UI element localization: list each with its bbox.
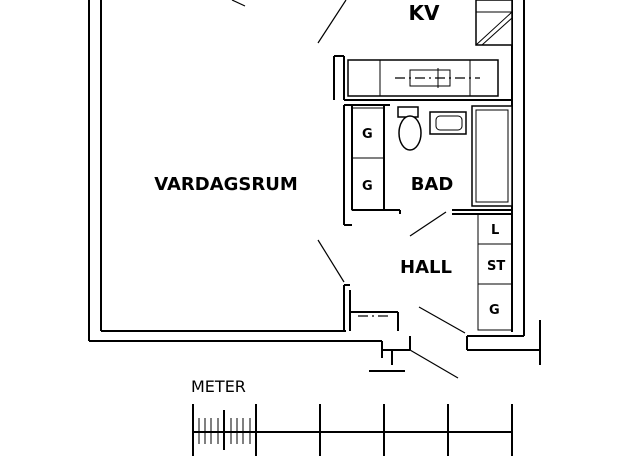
hall-l-label: L bbox=[491, 223, 499, 238]
bath-cabinet-upper-label: G bbox=[362, 127, 373, 142]
bathtub bbox=[471, 105, 513, 207]
living-room-label: VARDAGSRUM bbox=[154, 174, 298, 195]
hall-g-label: G bbox=[489, 303, 500, 318]
washbasin bbox=[429, 111, 467, 135]
living-door-swing-top bbox=[231, 0, 246, 7]
bathroom-label: BAD bbox=[411, 174, 454, 195]
hall-wardrobes bbox=[477, 213, 513, 331]
bath-cabinet-lower-label: G bbox=[362, 179, 373, 194]
scale-label: METER bbox=[191, 377, 246, 396]
hall-closet bbox=[350, 311, 399, 331]
bathroom-door-swing bbox=[409, 211, 447, 237]
kitchen-door-swing bbox=[317, 0, 347, 44]
living-door-swing bbox=[317, 239, 345, 283]
kitchen-counter bbox=[347, 59, 499, 97]
entrance-walls bbox=[369, 306, 466, 379]
bath-cabinets bbox=[351, 107, 385, 211]
kitchen-label: KV bbox=[409, 1, 440, 25]
hall-st-label: ST bbox=[487, 259, 505, 274]
toilet bbox=[397, 106, 422, 151]
kitchen-cabinet bbox=[475, 0, 513, 46]
hall-label: HALL bbox=[400, 257, 452, 278]
scale-bar: METER bbox=[191, 377, 513, 456]
